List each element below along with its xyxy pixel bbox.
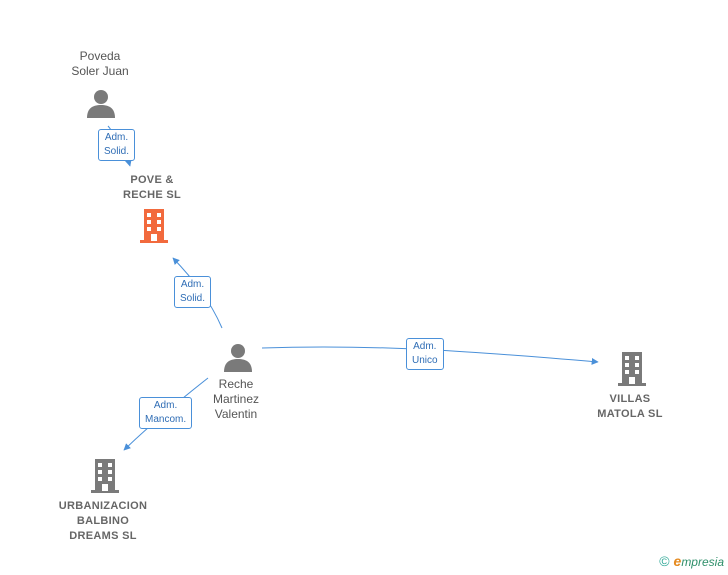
edge-label-poveda-pove-reche[interactable]: Adm. Solid. xyxy=(98,129,136,161)
node-poveda-label[interactable]: Poveda Soler Juan xyxy=(50,49,150,79)
copyright-icon: © xyxy=(659,553,670,569)
node-villas-label[interactable]: VILLAS MATOLA SL xyxy=(570,392,690,422)
building-icon[interactable] xyxy=(89,458,121,494)
node-reche-line-1: Reche xyxy=(218,377,254,391)
node-reche-line-2: Martinez xyxy=(212,392,259,406)
edge-label-line: Solid. xyxy=(180,293,206,304)
person-icon[interactable] xyxy=(86,88,116,118)
edge-label-line: Solid. xyxy=(104,146,130,157)
edge-label-reche-villas[interactable]: Adm. Unico xyxy=(406,338,444,370)
edge-label-line: Adm. xyxy=(153,400,178,411)
brand-name: mpresia xyxy=(681,555,724,569)
node-poveda-line-1: Poveda xyxy=(79,49,121,63)
edge-label-reche-urbanizacion[interactable]: Adm. Mancom. xyxy=(139,397,193,429)
building-icon[interactable] xyxy=(138,208,170,244)
node-urbanizacion-line-3: DREAMS SL xyxy=(69,530,137,542)
edge-label-line: Adm. xyxy=(180,279,205,290)
building-icon[interactable] xyxy=(616,351,648,387)
node-villas-line-2: MATOLA SL xyxy=(597,408,663,420)
person-icon[interactable] xyxy=(223,342,253,372)
node-reche-label[interactable]: Reche Martinez Valentin xyxy=(186,377,286,422)
edge-label-reche-pove-reche[interactable]: Adm. Solid. xyxy=(174,276,212,308)
node-urbanizacion-line-1: URBANIZACION xyxy=(58,500,148,512)
node-urbanizacion-line-2: BALBINO xyxy=(76,515,130,527)
brand-footer: ©empresia xyxy=(659,553,724,569)
edge-label-line: Adm. xyxy=(413,341,437,352)
node-urbanizacion-label[interactable]: URBANIZACION BALBINO DREAMS SL xyxy=(43,499,163,544)
brand-initial: e xyxy=(673,553,682,569)
edge-label-line: Unico xyxy=(412,355,438,366)
node-pove-reche-line-1: POVE & xyxy=(130,174,174,186)
node-reche-line-3: Valentin xyxy=(214,407,258,421)
edge-label-line: Mancom. xyxy=(145,414,187,425)
node-villas-line-1: VILLAS xyxy=(609,393,651,405)
node-poveda-line-2: Soler Juan xyxy=(71,64,129,78)
edge-label-line: Adm. xyxy=(104,132,129,143)
node-pove-reche-label[interactable]: POVE & RECHE SL xyxy=(92,173,212,203)
node-pove-reche-line-2: RECHE SL xyxy=(122,189,182,201)
